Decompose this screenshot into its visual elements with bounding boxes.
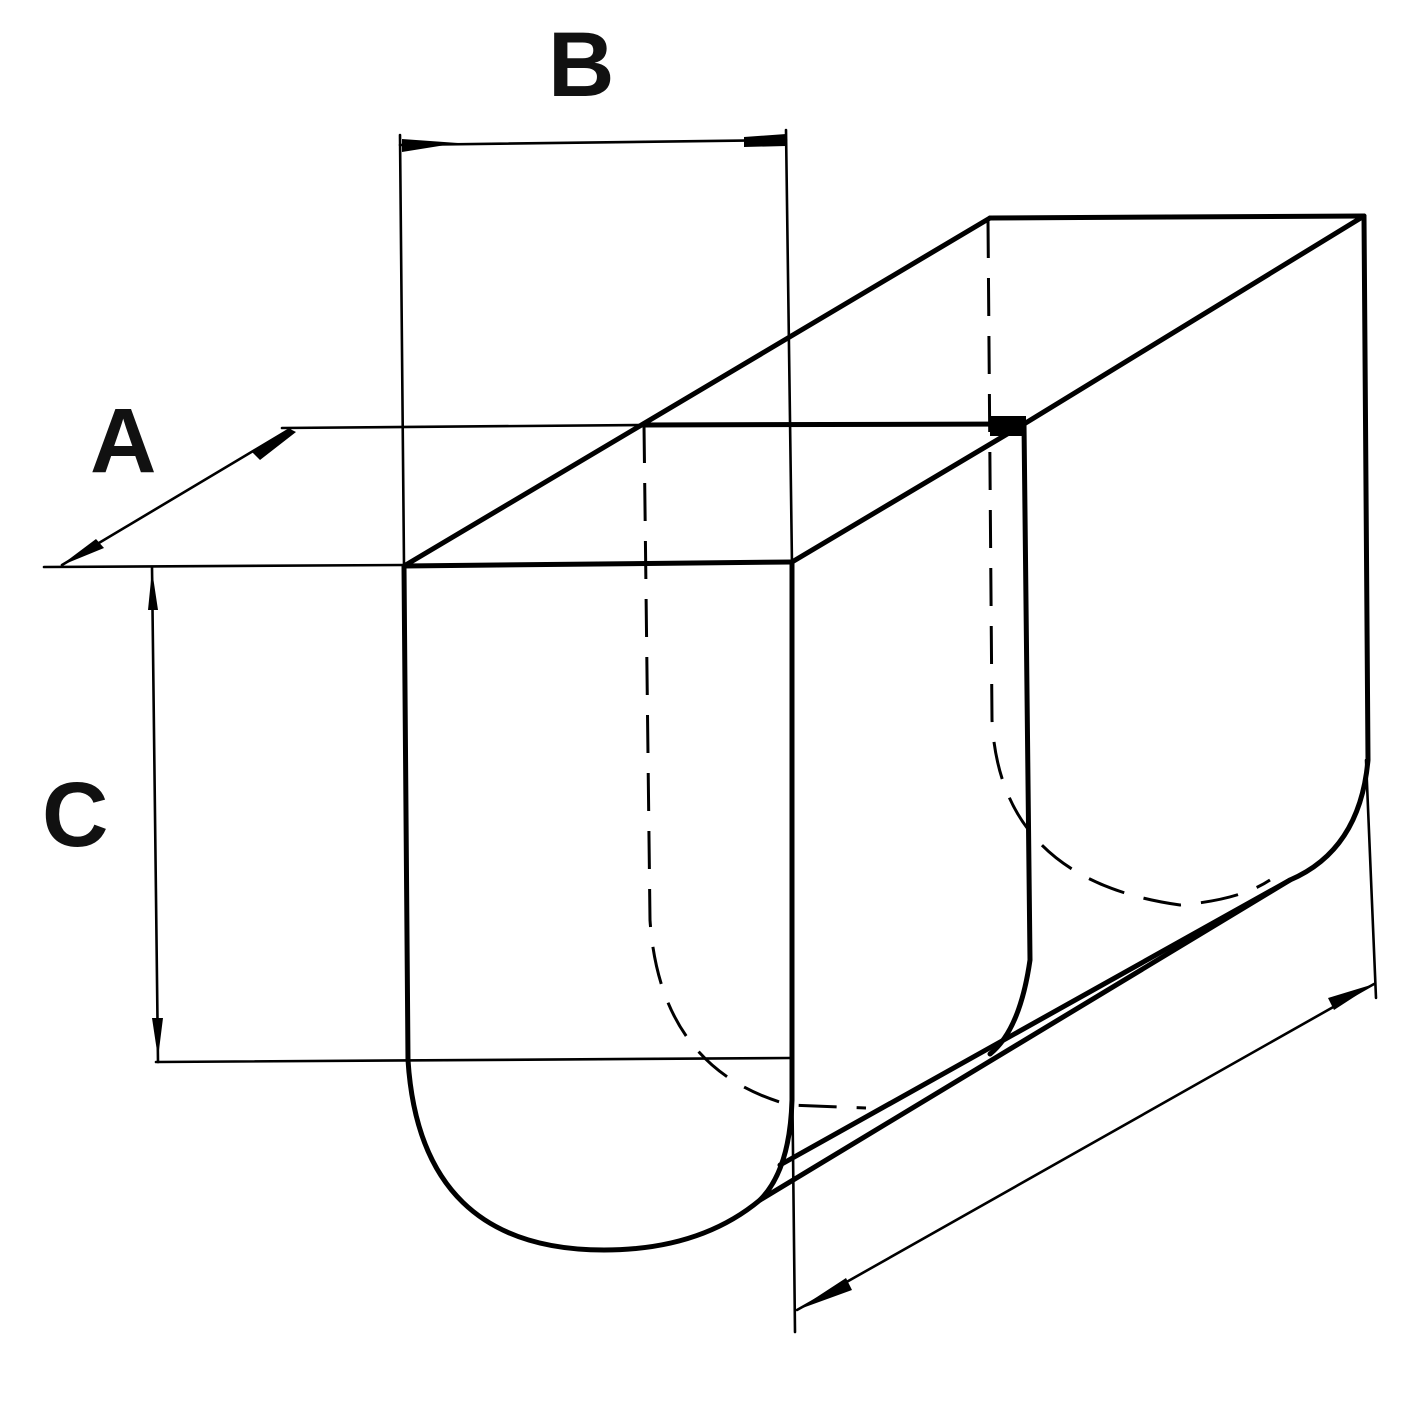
dimension-label-b: B [548,14,614,116]
arrow-head-icon [1328,984,1374,1010]
trough-front-face [401,559,795,1253]
trough-back-face [757,213,1371,1203]
dimension-label-c: C [42,764,108,866]
corner-joint [990,416,1026,436]
hidden-lines [642,219,1271,1110]
dimension-c [148,565,792,1064]
arrow-head-icon [252,429,296,460]
arrow-head-icon [148,570,158,610]
arrow-head-icon [744,134,786,147]
arrow-head-icon [152,1018,163,1058]
dimension-b [398,128,794,567]
dimension-label-a: A [90,390,156,492]
arrow-head-icon [60,539,104,566]
arrow-head-icon [402,139,458,152]
dimension-length [790,758,1378,1334]
trough-top-edges [401,213,1367,569]
arrow-head-icon [797,1278,852,1310]
dimension-a [42,423,644,569]
